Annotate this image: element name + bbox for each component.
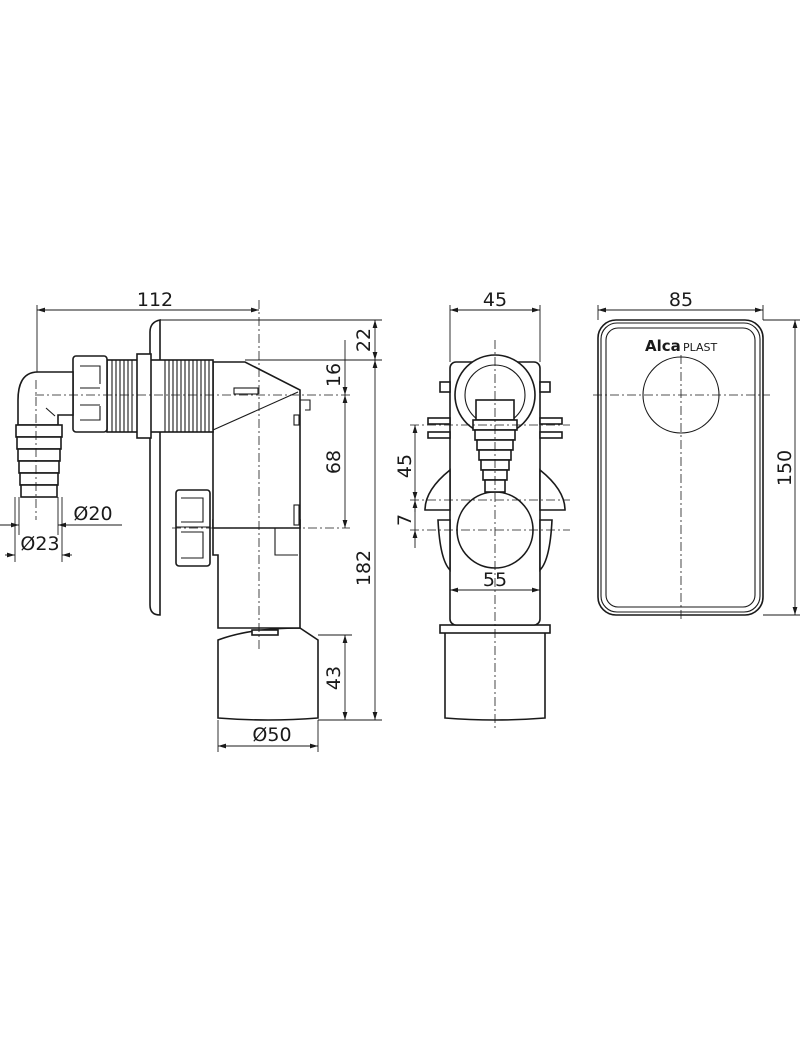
dim-7: 7 [394, 514, 416, 526]
body-main [212, 361, 301, 529]
outlet-tab [251, 629, 279, 636]
dim-55: 55 [483, 569, 507, 591]
dim-d23: Ø23 [20, 533, 59, 555]
dim-22: 22 [353, 328, 375, 352]
dim-d20: Ø20 [73, 503, 112, 525]
side-view: 112 22 16 68 182 43 Ø50 Ø20 Ø23 [0, 289, 382, 752]
alcaplast-logo: Alca PLAST [645, 337, 718, 355]
union-nut [72, 355, 108, 433]
svg-text:Alca: Alca [645, 337, 681, 355]
outlet-pipe [217, 627, 319, 721]
dim-112: 112 [137, 289, 173, 311]
dim-45-width: 45 [483, 289, 507, 311]
dim-43: 43 [323, 666, 345, 690]
dim-150: 150 [774, 450, 796, 486]
thread [106, 359, 214, 433]
body-lower [212, 519, 301, 629]
locknut [136, 353, 152, 439]
hose-barb [15, 424, 63, 498]
front-view: 45 45 7 55 [394, 289, 570, 730]
dim-d50: Ø50 [252, 724, 291, 746]
dim-16: 16 [323, 363, 345, 387]
dim-45-vertical: 45 [394, 454, 416, 478]
dim-85: 85 [669, 289, 693, 311]
svg-text:PLAST: PLAST [683, 341, 718, 354]
cover-plate [597, 319, 764, 616]
dim-182: 182 [353, 550, 375, 586]
cover-view: Alca PLAST 85 150 [593, 289, 800, 620]
dim-68: 68 [323, 450, 345, 474]
hose-elbow [17, 371, 74, 426]
